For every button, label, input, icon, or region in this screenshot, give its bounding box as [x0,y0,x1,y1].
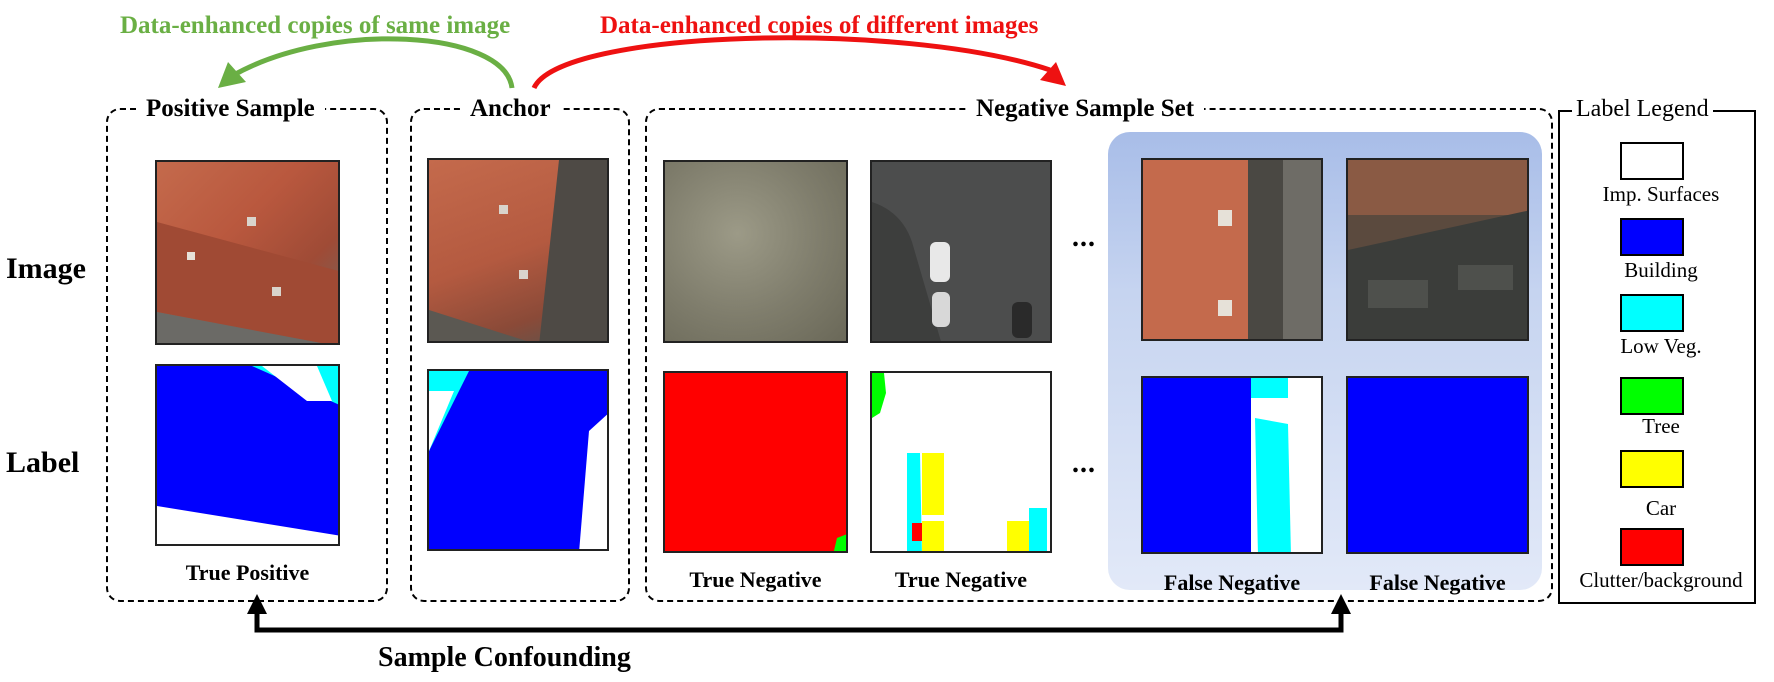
same-image-arrow [230,36,515,89]
row-label-label: Label [6,446,80,479]
legend-swatch-imp-surfaces [1620,142,1684,180]
legend-swatch-building [1620,218,1684,256]
true-positive-caption: True Positive [185,560,310,585]
legend-title: Label Legend [1572,96,1713,123]
parking-lot-scene [872,202,1032,341]
roof-texture [157,217,338,343]
sample-confounding-bracket [247,594,1351,633]
legend-swatch-clutter [1620,528,1684,566]
false-negative-1-label [1141,376,1323,554]
false-negative-1-scene [1218,160,1321,339]
false-negative-2-caption: False Negative [1369,570,1506,595]
anchor-image [427,158,609,343]
true-negative-2-image [870,160,1052,343]
legend-swatch-car [1620,450,1684,488]
label-row-ellipsis: ... [1072,448,1096,479]
false-negative-1-image [1141,158,1323,341]
positive-sample-title: Positive Sample [136,95,325,123]
row-label-image: Image [6,252,86,285]
positive-label-segments [157,366,338,544]
false-negative-1-segments [1251,378,1321,552]
legend-label-building: Building [1624,258,1698,282]
false-negative-2-image [1346,158,1529,341]
anchor-roof-texture [429,160,607,341]
true-negative-2-label [870,371,1052,553]
same-image-arrow-label: Data-enhanced copies of same image [120,12,511,39]
sample-confounding-label: Sample Confounding [378,642,631,673]
legend-label-imp-surfaces: Imp. Surfaces [1602,182,1720,206]
true-negative-2-segments [872,373,1047,551]
true-negative-1-label [663,371,848,553]
false-negative-2-label [1346,376,1529,554]
label-legend: Label Legend Imp. Surfaces Building Low … [1558,96,1756,604]
same-image-arrowhead [218,62,246,88]
anchor-label-segments [429,371,607,549]
legend-label-tree: Tree [1642,414,1680,438]
image-row-ellipsis: ... [1072,222,1096,253]
legend-swatch-tree [1620,377,1684,415]
true-negative-1-segments [833,534,846,551]
true-negative-1-image [663,160,848,343]
true-negative-2-caption: True Negative [894,567,1028,592]
positive-label [155,364,340,546]
true-negative-1-caption: True Negative [689,567,822,592]
anchor-title: Anchor [460,95,561,123]
positive-image [155,160,340,345]
negative-sample-set-title: Negative Sample Set [966,95,1205,123]
legend-swatch-low-veg [1620,294,1684,332]
false-negative-1-caption: False Negative [1163,570,1301,595]
anchor-label [427,369,609,551]
legend-label-car: Car [1645,496,1677,520]
false-negative-2-scene [1348,160,1527,339]
different-image-arrow [531,35,1051,90]
top-arrows [218,35,1066,90]
legend-label-clutter: Clutter/background [1579,568,1743,592]
different-image-arrow-label: Data-enhanced copies of different images [600,12,1039,39]
different-image-arrowhead [1040,62,1066,86]
legend-label-low-veg: Low Veg. [1620,334,1702,358]
